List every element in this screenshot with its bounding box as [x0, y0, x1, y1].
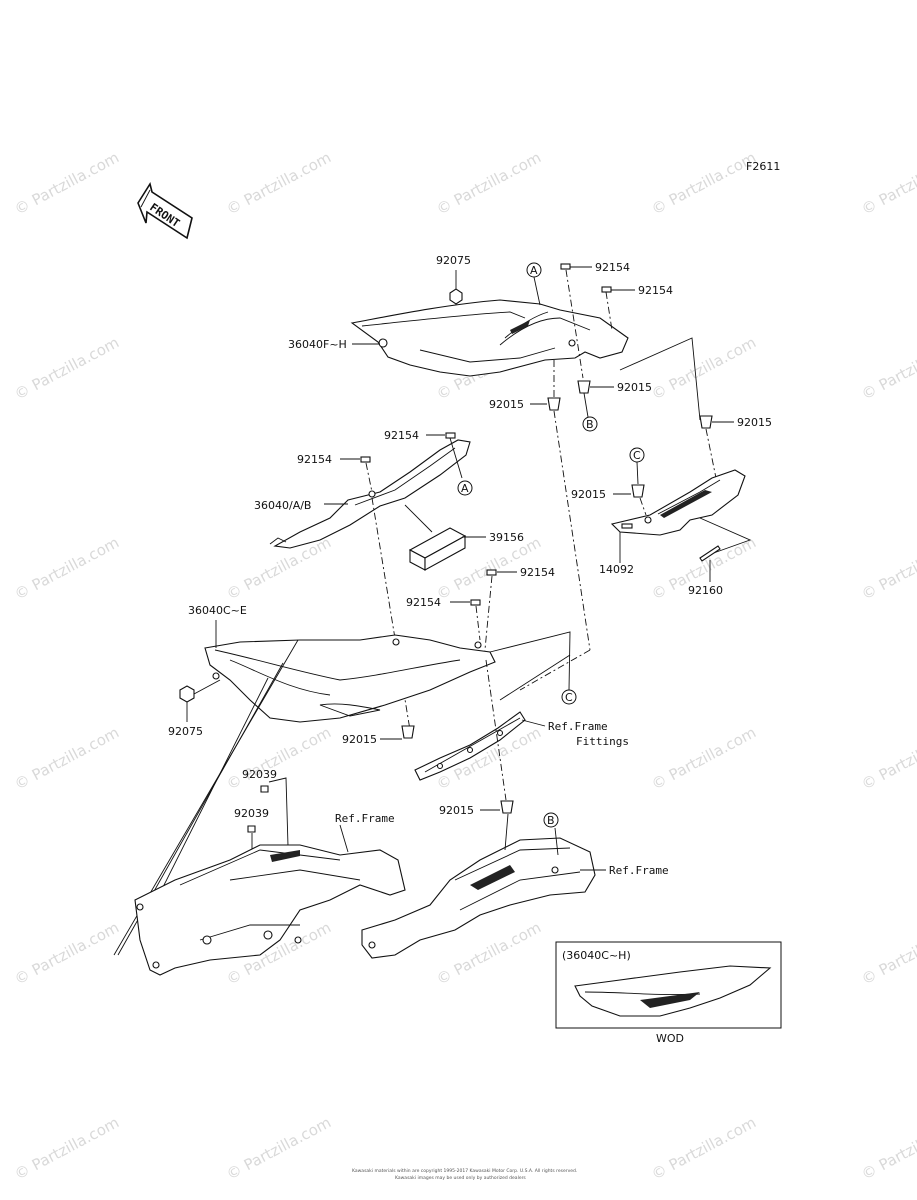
svg-text:92015: 92015 — [571, 488, 606, 501]
watermark: © Partzilla.com — [648, 723, 759, 793]
watermark: © Partzilla.com — [858, 918, 917, 988]
watermark: © Partzilla.com — [858, 533, 917, 603]
watermark: © Partzilla.com — [648, 148, 759, 218]
watermark: © Partzilla.com — [648, 1113, 759, 1183]
grommet-92015-e: 92015 — [342, 725, 415, 746]
part-36040C-E — [204, 620, 496, 723]
svg-text:B: B — [586, 418, 594, 431]
nut-92075-top: 92075 — [436, 254, 471, 305]
svg-text:Ref.Frame: Ref.Frame — [335, 812, 395, 825]
figure-code: F2611 — [746, 160, 780, 173]
pad-39156: 39156 — [404, 504, 524, 571]
watermark: © Partzilla.com — [858, 148, 917, 218]
label-36040F-H: 36040F~H — [288, 338, 347, 351]
watermark: © Partzilla.com — [433, 148, 544, 218]
svg-text:A: A — [461, 482, 469, 495]
screw-92039-a: 92039 — [242, 768, 289, 847]
screw-92039-b: 92039 — [234, 807, 269, 850]
bolt-92154-a: 92154 — [560, 261, 630, 379]
svg-text:Ref.Frame: Ref.Frame — [609, 864, 669, 877]
svg-text:92015: 92015 — [737, 416, 772, 429]
watermark: © Partzilla.com — [11, 148, 122, 218]
svg-text:(36040C~H): (36040C~H) — [562, 949, 631, 962]
grommet-92015-f: 92015 — [439, 659, 514, 817]
front-arrow-icon: FRONT — [137, 181, 193, 240]
frame-left: Ref.Frame — [134, 812, 406, 976]
svg-text:B: B — [547, 814, 555, 827]
svg-text:92075: 92075 — [436, 254, 471, 267]
grommet-92015-d: C 92015 — [571, 447, 647, 516]
watermark: © Partzilla.com — [648, 333, 759, 403]
svg-text:92154: 92154 — [520, 566, 555, 579]
grommet-92015-a: 92015 — [489, 360, 591, 651]
bolt-92154-c: 92154 — [384, 429, 463, 479]
svg-text:WOD: WOD — [656, 1032, 684, 1045]
svg-text:39156: 39156 — [489, 531, 524, 544]
part-36040F-H — [350, 299, 629, 377]
svg-text:14092: 14092 — [599, 563, 634, 576]
svg-text:C: C — [633, 449, 641, 462]
bolt-92154-e: 92154 — [483, 566, 555, 661]
part-14092-bracket: 14092 — [599, 469, 752, 576]
watermark: © Partzilla.com — [858, 723, 917, 793]
svg-text:92039: 92039 — [242, 768, 277, 781]
svg-text:92154: 92154 — [595, 261, 630, 274]
svg-text:92154: 92154 — [384, 429, 419, 442]
svg-text:92015: 92015 — [439, 804, 474, 817]
nut-92075-low: 92075 — [168, 679, 221, 738]
svg-text:Fittings: Fittings — [576, 735, 629, 748]
svg-text:C: C — [565, 691, 573, 704]
svg-text:Ref.Frame: Ref.Frame — [548, 720, 608, 733]
svg-text:92154: 92154 — [297, 453, 332, 466]
watermark: © Partzilla.com — [11, 918, 122, 988]
watermark: © Partzilla.com — [223, 1113, 334, 1183]
svg-text:92015: 92015 — [489, 398, 524, 411]
svg-text:A: A — [530, 264, 538, 277]
svg-text:92160: 92160 — [688, 584, 723, 597]
pin-92160: 92160 — [688, 545, 723, 597]
svg-text:92039: 92039 — [234, 807, 269, 820]
footer-copyright: Kawasaki materials within are copyright … — [352, 1168, 577, 1174]
frame-fittings: Ref.Frame Fittings — [414, 711, 629, 781]
grommet-92015-b: 92015 B — [577, 380, 652, 432]
bolt-92154-b: 92154 — [601, 284, 673, 331]
grommet-92015-c: 92015 — [699, 415, 772, 479]
watermark: © Partzilla.com — [223, 148, 334, 218]
watermark: © Partzilla.com — [858, 333, 917, 403]
watermark: © Partzilla.com — [11, 533, 122, 603]
svg-text:92154: 92154 — [638, 284, 673, 297]
svg-text:92075: 92075 — [168, 725, 203, 738]
bolt-92154-f: 92154 — [406, 596, 481, 641]
frame-right: Ref.Frame — [361, 813, 669, 959]
callout-a — [457, 480, 473, 496]
label-36040-A-B: 36040/A/B — [254, 499, 311, 512]
label-36040C-E: 36040C~E — [188, 604, 247, 617]
svg-text:92154: 92154 — [406, 596, 441, 609]
footer-note: Kawasaki images may be used only by auth… — [395, 1175, 526, 1181]
inset-36040C-H: (36040C~H) WOD — [555, 941, 782, 1045]
svg-text:92015: 92015 — [617, 381, 652, 394]
part-36040-A-B — [269, 439, 471, 549]
watermark: © Partzilla.com — [11, 1113, 122, 1183]
svg-text:92015: 92015 — [342, 733, 377, 746]
watermark: © Partzilla.com — [11, 723, 122, 793]
callout-b — [543, 812, 559, 828]
watermark: © Partzilla.com — [11, 333, 122, 403]
watermark: © Partzilla.com — [858, 1113, 917, 1183]
bolt-92154-d: 92154 — [297, 453, 373, 493]
